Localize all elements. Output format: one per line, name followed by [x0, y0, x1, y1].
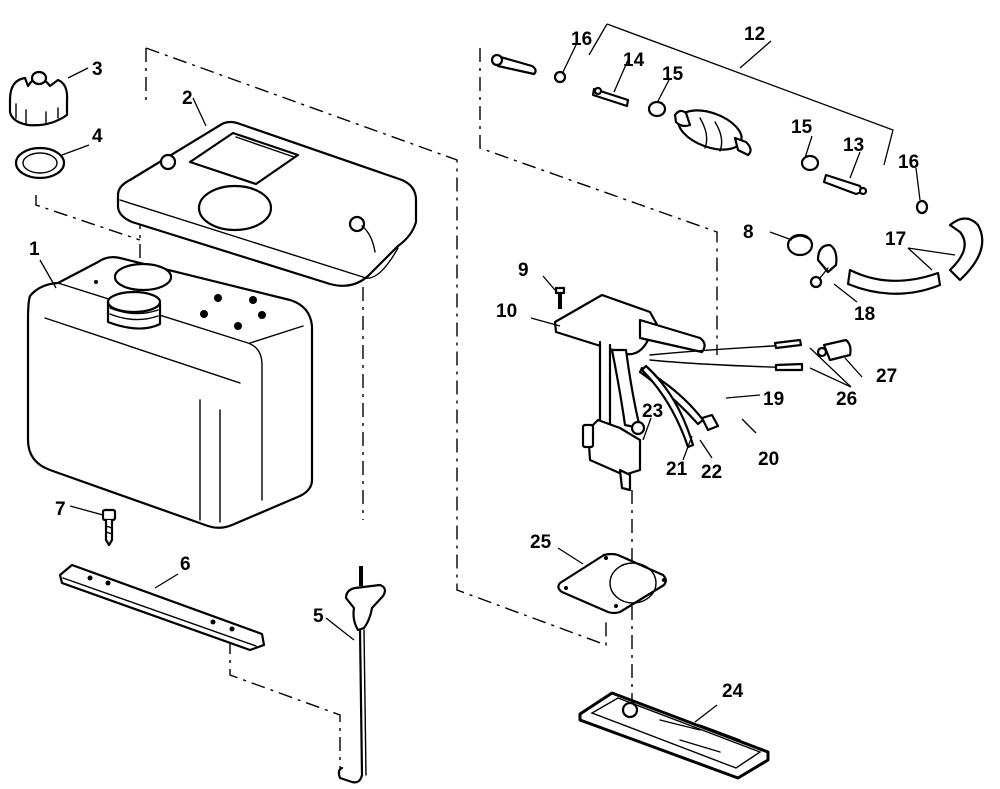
callout-25: 25 — [530, 532, 552, 553]
callout-20: 20 — [758, 449, 779, 470]
connector-14 — [591, 86, 630, 108]
callout-3: 3 — [92, 59, 103, 80]
connector-plug-27 — [816, 338, 852, 362]
callout-16-right: 16 — [898, 152, 919, 173]
callout-2: 2 — [182, 88, 193, 109]
fuel-hose-17 — [846, 217, 984, 295]
callout-7: 7 — [55, 499, 66, 520]
callout-24: 24 — [722, 681, 744, 702]
clamp-15-left — [647, 100, 667, 118]
cap-gasket — [14, 146, 66, 180]
callout-22: 22 — [701, 462, 722, 483]
callout-17: 17 — [885, 229, 906, 250]
callout-5: 5 — [313, 606, 324, 627]
callout-12: 12 — [744, 24, 765, 45]
fuel-line-assembly-bracket — [588, 23, 894, 166]
clamp-15-right — [800, 154, 820, 172]
screw-9 — [554, 286, 566, 309]
callout-23: 23 — [642, 401, 663, 422]
callout-labels: 3 4 2 1 7 6 5 12 16 14 15 15 13 16 17 8 … — [29, 24, 919, 702]
callout-21: 21 — [666, 459, 688, 480]
clamp-16-right — [915, 199, 929, 215]
callout-15-right: 15 — [791, 117, 813, 138]
callout-6: 6 — [180, 554, 191, 575]
callout-4: 4 — [92, 126, 103, 147]
leader-lines — [39, 40, 956, 723]
screw-7 — [101, 508, 117, 547]
mounting-bracket — [58, 563, 266, 652]
primer-bulb — [673, 109, 752, 157]
callout-1: 1 — [29, 239, 40, 260]
hold-down-hook — [337, 566, 387, 784]
callout-13: 13 — [843, 135, 864, 156]
callout-27: 27 — [876, 366, 897, 387]
decal-24 — [578, 691, 770, 780]
callout-16-left: 16 — [571, 29, 592, 50]
callout-10: 10 — [496, 301, 517, 322]
hose-clamp-8 — [786, 233, 814, 257]
gasket-25 — [557, 552, 667, 615]
callout-19: 19 — [763, 389, 784, 410]
connector-fitting-18 — [809, 243, 838, 289]
callout-8: 8 — [743, 222, 754, 243]
filler-cap — [8, 70, 69, 127]
clamp-16-left — [553, 70, 567, 84]
fuel-tank — [26, 256, 314, 529]
callout-15-left: 15 — [662, 64, 684, 85]
hose-stub — [490, 53, 537, 76]
callout-14: 14 — [623, 50, 645, 71]
callout-9: 9 — [518, 260, 529, 281]
callout-26: 26 — [836, 389, 857, 410]
tank-cover — [116, 120, 418, 287]
connector-13 — [822, 173, 868, 196]
callout-18: 18 — [854, 304, 875, 325]
